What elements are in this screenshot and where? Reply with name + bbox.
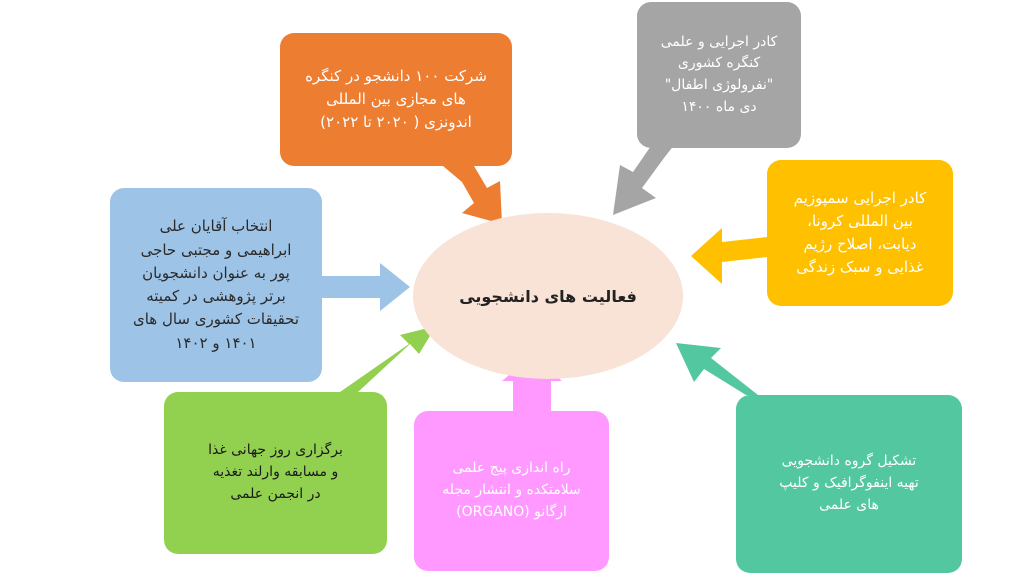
box-world-food-day-text: برگزاری روز جهانی غذا و مسابقه وارلند تغ… — [208, 442, 343, 502]
box-congress-participation-text: شرکت ۱۰۰ دانشجو در کنگره های مجازی بین ا… — [305, 66, 487, 132]
box-world-food-day: برگزاری روز جهانی غذا و مسابقه وارلند تغ… — [164, 392, 387, 554]
box-infographic-group-text: تشکیل گروه دانشجویی تهیه اینفوگرافیک و ک… — [779, 453, 919, 513]
box-corona-symposium: کادر اجرایی سمپوزیم بین المللی کرونا، دی… — [767, 160, 953, 306]
box-nephrology-congress-text: کادر اجرایی و علمی کنگره کشوری "نفرولوژی… — [660, 33, 778, 115]
box-nephrology-congress: کادر اجرایی و علمی کنگره کشوری "نفرولوژی… — [637, 2, 801, 148]
box-infographic-group: تشکیل گروه دانشجویی تهیه اینفوگرافیک و ک… — [736, 395, 962, 573]
arrow-yellow — [691, 228, 767, 284]
box-organo-journal-text: راه اندازی پیج علمی سلامتکده و انتشار مج… — [442, 460, 581, 520]
arrow-teal — [676, 343, 784, 395]
box-corona-symposium-text: کادر اجرایی سمپوزیم بین المللی کرونا، دی… — [793, 188, 927, 277]
arrow-gray — [613, 140, 678, 215]
arrow-blue — [322, 263, 410, 311]
arrow-lgreen — [330, 326, 436, 392]
box-congress-participation: شرکت ۱۰۰ دانشجو در کنگره های مجازی بین ا… — [280, 33, 512, 166]
box-top-researchers-text: انتخاب آقایان علی ابراهیمی و مجتبی حاجی … — [132, 217, 300, 352]
central-topic-label: فعالیت های دانشجویی — [459, 286, 637, 306]
arrow-orange — [443, 166, 502, 224]
box-organo-journal: راه اندازی پیج علمی سلامتکده و انتشار مج… — [414, 411, 609, 571]
box-top-researchers: انتخاب آقایان علی ابراهیمی و مجتبی حاجی … — [110, 188, 322, 382]
central-topic: فعالیت های دانشجویی — [413, 213, 683, 379]
